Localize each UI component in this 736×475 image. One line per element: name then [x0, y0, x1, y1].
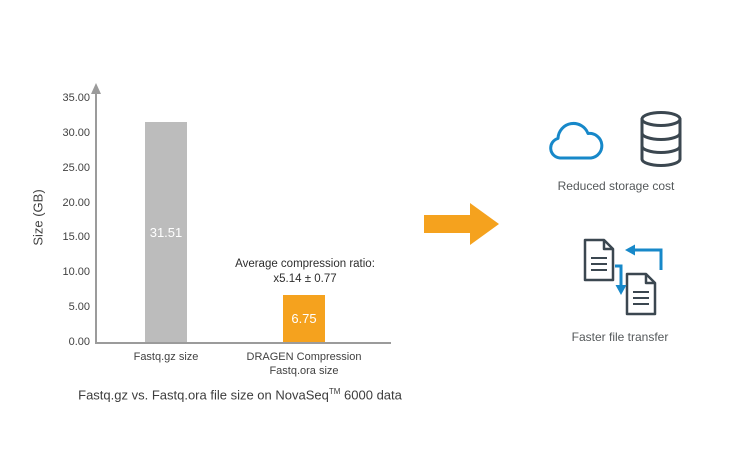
- transfer-icons-group: [583, 238, 663, 316]
- x-category-label-fastq-ora: DRAGEN Compression Fastq.ora size: [224, 350, 384, 378]
- transfer-benefit-label: Faster file transfer: [571, 330, 669, 344]
- caption-text-end: 6000 data: [340, 387, 402, 403]
- cloud-icon: [549, 121, 604, 160]
- transfer-arrows-icon: [615, 244, 663, 295]
- bar-value-label: 31.51: [149, 224, 183, 240]
- y-tick-label: 0.00: [68, 336, 90, 348]
- x-axis-line: [95, 342, 391, 344]
- y-tick-label: 10.00: [62, 266, 90, 278]
- y-tick-label: 25.00: [62, 162, 90, 174]
- category-line-1: DRAGEN Compression: [246, 351, 362, 363]
- document-icon: [583, 238, 615, 282]
- compression-ratio-annotation: Average compression ratio: x5.14 ± 0.77: [204, 257, 406, 287]
- y-tick-label: 35.00: [62, 92, 90, 104]
- y-tick-label: 30.00: [62, 127, 90, 139]
- y-tick-label: 5.00: [68, 301, 90, 313]
- database-icon: [640, 111, 682, 167]
- y-tick-label: 15.00: [62, 231, 90, 243]
- caption-text: Fastq.gz vs. Fastq.ora file size on Nova…: [78, 387, 329, 403]
- y-axis-line: [95, 94, 97, 342]
- bar-fastq-ora: 6.75: [283, 294, 325, 342]
- y-axis-title: Size (GB): [30, 189, 46, 246]
- storage-icons-group: [549, 111, 682, 167]
- storage-benefit-label: Reduced storage cost: [557, 179, 675, 193]
- x-category-label-fastq-gz: Fastq.gz size: [133, 351, 199, 363]
- bar-value-label: 6.75: [291, 310, 317, 326]
- category-line-2: Fastq.ora size: [269, 365, 339, 377]
- y-tick-label: 20.00: [62, 197, 90, 209]
- annotation-line-1: Average compression ratio:: [235, 258, 375, 270]
- trademark-superscript: TM: [328, 387, 341, 396]
- bar-fastq-gz: 31.51: [145, 122, 187, 342]
- plot-area: 31.51 6.75: [95, 98, 391, 342]
- y-axis-arrowhead-icon: [91, 83, 101, 94]
- annotation-line-2: x5.14 ± 0.77: [273, 273, 337, 285]
- chart-caption: Fastq.gz vs. Fastq.ora file size on Nova…: [30, 387, 450, 402]
- document-icon: [625, 272, 657, 316]
- right-arrow-icon: [424, 203, 499, 245]
